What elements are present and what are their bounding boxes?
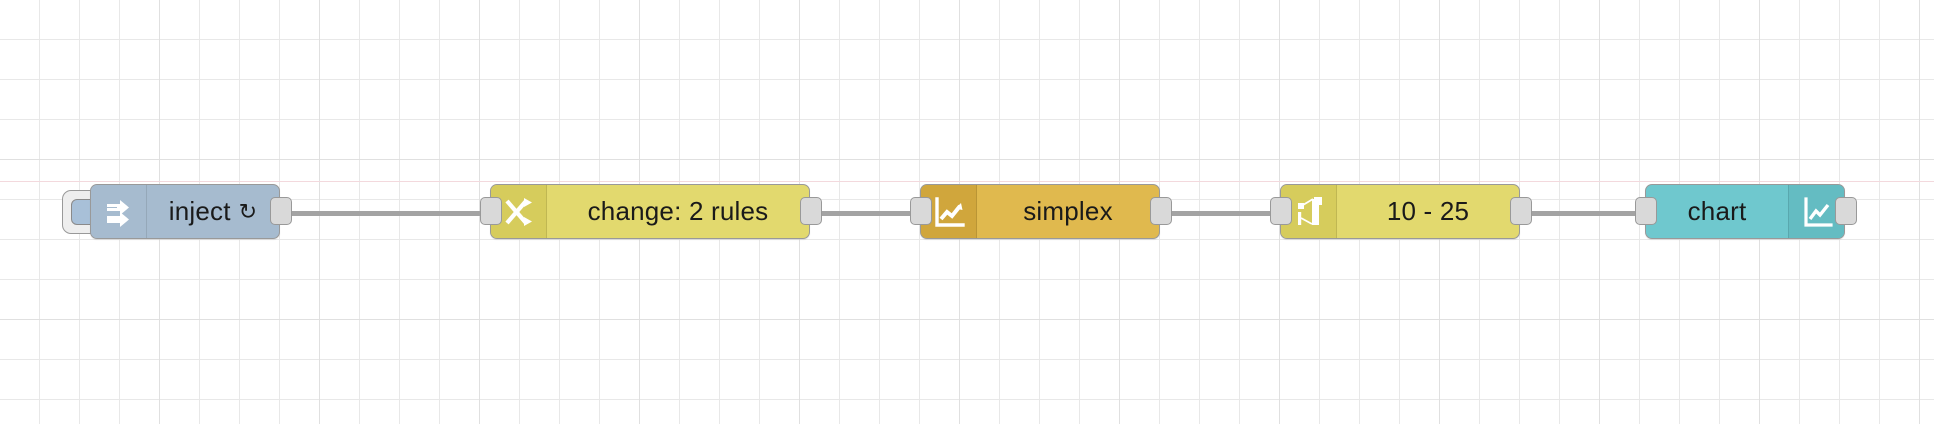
node-simplex-label: simplex [977,185,1159,238]
port-stub-chart-right[interactable] [1835,197,1857,225]
node-chart-label: chart [1646,185,1788,238]
port-input-chart[interactable] [1635,197,1657,225]
port-output-inject[interactable] [270,197,292,225]
node-simplex[interactable]: simplex [920,184,1160,239]
port-output-change[interactable] [800,197,822,225]
node-range-label: 10 - 25 [1337,185,1519,238]
node-change-label-text: change: 2 rules [587,196,769,226]
node-inject-label: inject ↻ [147,185,279,238]
node-inject[interactable]: inject ↻ [90,184,280,239]
wire-range-to-chart[interactable] [1526,211,1651,216]
node-change[interactable]: change: 2 rules [490,184,810,239]
alignment-guide [0,181,1934,182]
wire-simplex-to-range[interactable] [1166,211,1286,216]
port-input-change[interactable] [480,197,502,225]
port-input-range[interactable] [1270,197,1292,225]
wire-inject-to-change[interactable] [286,211,496,216]
repeat-icon: ↻ [238,198,258,224]
node-range[interactable]: 10 - 25 [1280,184,1520,239]
node-chart[interactable]: chart [1645,184,1845,239]
port-input-simplex[interactable] [910,197,932,225]
node-simplex-label-text: simplex [1023,196,1113,226]
node-range-label-text: 10 - 25 [1386,196,1470,226]
wire-change-to-simplex[interactable] [816,211,926,216]
line-chart-icon [1788,185,1844,238]
node-inject-label-text: inject [168,196,231,226]
port-output-range[interactable] [1510,197,1532,225]
port-output-simplex[interactable] [1150,197,1172,225]
node-chart-label-text: chart [1687,196,1747,226]
arrow-right-inject-icon [91,185,147,238]
trending-up-chart-icon [921,185,977,238]
node-change-label: change: 2 rules [547,185,809,238]
